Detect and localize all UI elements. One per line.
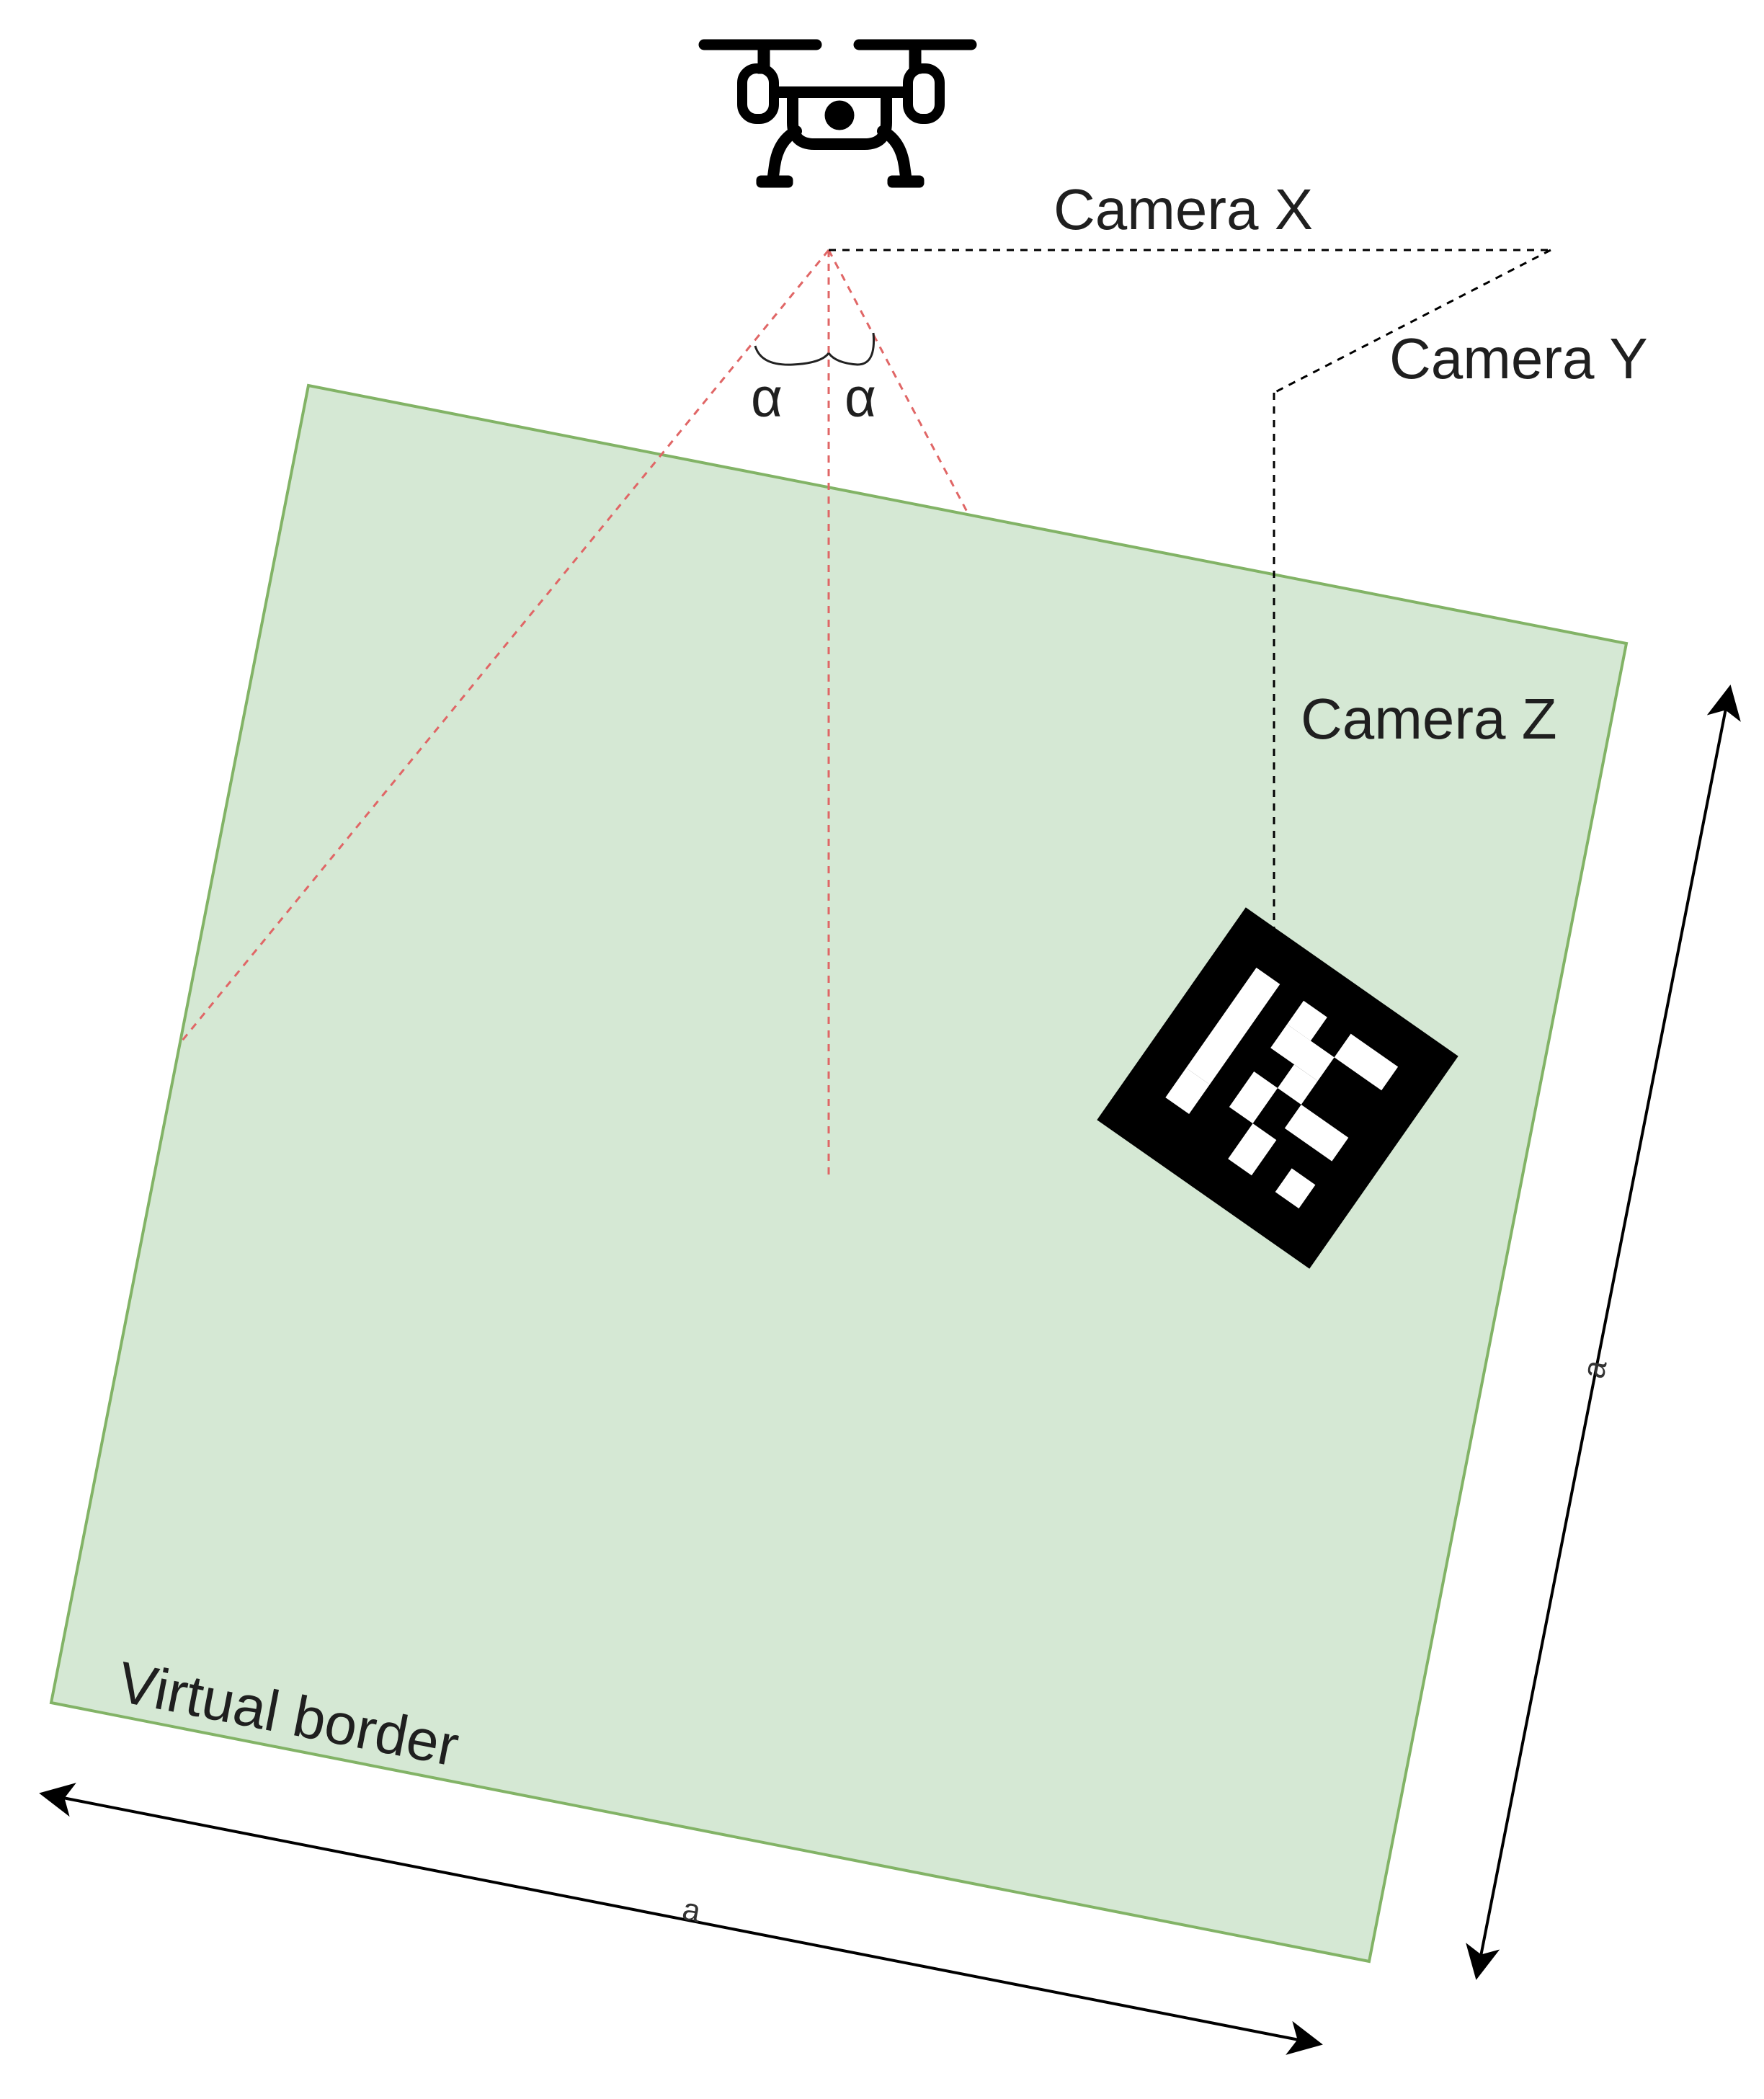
angle-brace-right — [827, 332, 876, 366]
fov-right-line — [827, 249, 969, 514]
angle-braces — [754, 332, 876, 366]
camera-z-label: Camera Z — [1301, 687, 1557, 751]
camera-fov — [177, 249, 969, 1175]
virtual-border-area — [49, 383, 1629, 1964]
drone-icon — [698, 39, 977, 188]
camera-y-label: Camera Y — [1389, 326, 1648, 391]
camera-axes — [829, 249, 1551, 933]
camera-x-label: Camera X — [1054, 177, 1313, 241]
angle-brace-left — [754, 345, 830, 366]
fov-left-line — [177, 249, 830, 1046]
dimension-arrow-right — [1466, 685, 1741, 1980]
aruco-marker-icon — [1097, 907, 1458, 1269]
alpha-right-label: α — [845, 367, 876, 429]
dimension-arrow-bottom — [39, 1783, 1323, 2055]
alpha-left-label: α — [751, 367, 783, 429]
camera-y-axis — [1273, 249, 1551, 394]
side-length-right-label: a — [1576, 1357, 1614, 1381]
